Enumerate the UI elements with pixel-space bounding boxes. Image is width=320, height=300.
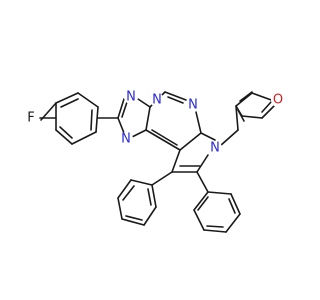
bond [129, 129, 147, 139]
atom-label-n: N [121, 132, 131, 147]
bond [117, 197, 123, 220]
bond [60, 98, 79, 108]
bond [207, 191, 232, 195]
bond [151, 184, 157, 208]
bond [251, 92, 275, 102]
bond [71, 131, 97, 145]
bond [145, 129, 181, 151]
bond [151, 171, 173, 186]
bond [171, 149, 181, 173]
bond [193, 209, 205, 231]
bond [117, 117, 125, 134]
bond [40, 102, 57, 121]
bond [117, 179, 132, 199]
bond [151, 129, 178, 146]
bond [235, 92, 253, 107]
bond [206, 225, 224, 228]
bond [147, 188, 152, 206]
bond [228, 198, 236, 214]
bond [235, 105, 239, 131]
bond [164, 91, 187, 101]
bond [237, 109, 245, 122]
atom-nitrogen-pyrrole: N [208, 141, 222, 156]
bond [261, 104, 276, 119]
bond [219, 129, 239, 147]
bond [121, 101, 128, 118]
bond [197, 196, 209, 211]
atom-label-n: N [126, 90, 136, 105]
bond [137, 98, 151, 108]
bond [55, 129, 73, 145]
bond [143, 206, 157, 226]
atom-label-o: O [273, 93, 283, 108]
bond [145, 106, 151, 131]
bond [230, 193, 241, 215]
bond [95, 106, 99, 133]
bond [179, 132, 202, 151]
bond [195, 111, 202, 134]
bond [130, 179, 153, 186]
atom-labels: F N N N N N O [24, 90, 285, 156]
bond [121, 218, 145, 226]
atom-nitrogen-triazole-bottom: N [119, 132, 133, 147]
bond [59, 126, 73, 139]
bond [239, 91, 253, 102]
bond [193, 191, 209, 211]
molecule-structure-diagram: F N N N N N O [24, 89, 285, 233]
bond [77, 92, 99, 108]
bond [241, 115, 263, 119]
bond [196, 154, 209, 173]
bond [55, 92, 79, 104]
atom-nitrogen-triazole-top: N [124, 90, 138, 105]
bond [196, 171, 209, 193]
bond [261, 101, 272, 113]
atom-nitrogen-bridge: N [150, 93, 164, 108]
bond [117, 98, 125, 119]
bond [225, 213, 241, 233]
bond [200, 132, 216, 141]
bond [90, 109, 93, 131]
atom-label-n: N [188, 98, 198, 113]
atom-label-n: N [152, 93, 162, 108]
atom-label-n: N [210, 141, 220, 156]
bond [167, 96, 184, 104]
atom-nitrogen-pyrimidine: N [186, 98, 200, 113]
bonds [39, 91, 276, 233]
atom-fluorine: F [24, 111, 38, 126]
bond [203, 229, 227, 233]
bond [122, 185, 135, 201]
atom-label-f: F [27, 111, 34, 126]
atom-oxygen-furan: O [271, 93, 285, 108]
bond [125, 215, 143, 221]
